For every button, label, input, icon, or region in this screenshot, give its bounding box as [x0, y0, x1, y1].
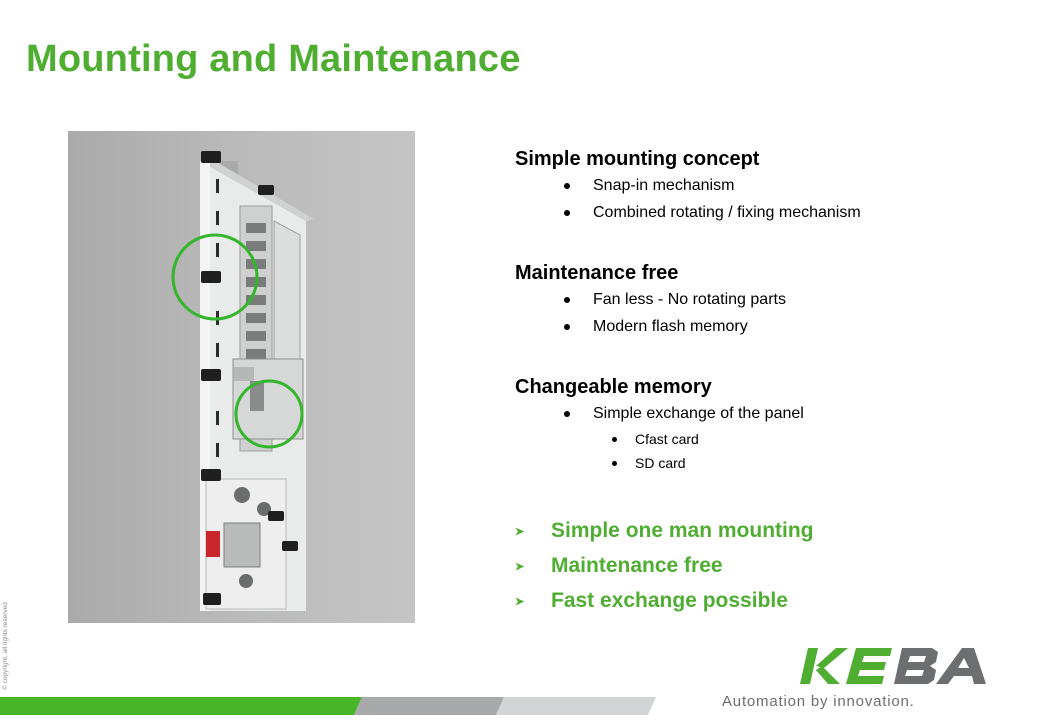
feature-list: Simple mounting concept Snap-in mechanis… [515, 146, 1015, 475]
summary-text: Simple one man mounting [551, 519, 814, 542]
section-mounting: Simple mounting concept Snap-in mechanis… [515, 146, 1015, 226]
sub-bullet-text: SD card [635, 455, 686, 471]
bullet-dot-icon [612, 461, 617, 466]
bullet-dot-icon [612, 437, 617, 442]
bullet-text: Modern flash memory [593, 318, 748, 335]
slide-title: Mounting and Maintenance [26, 38, 521, 80]
bullet-dot-icon [564, 183, 570, 189]
bullet-text: Combined rotating / fixing mechanism [593, 204, 861, 221]
bullet-item: Modern flash memory [515, 313, 1015, 340]
bullet-item: Fan less - No rotating parts [515, 286, 1015, 313]
summary-list: ➤ Simple one man mounting ➤ Maintenance … [515, 516, 1015, 621]
brand-tagline: Automation by innovation. [722, 693, 915, 710]
summary-item: ➤ Maintenance free [515, 551, 1015, 586]
section-memory: Changeable memory Simple exchange of the… [515, 374, 1015, 475]
sub-bullet-item: SD card [515, 451, 1015, 475]
sub-bullet-item: Cfast card [515, 427, 1015, 451]
arrow-bullet-icon: ➤ [515, 561, 525, 573]
summary-text: Fast exchange possible [551, 589, 788, 612]
bullet-item: Simple exchange of the panel [515, 400, 1015, 427]
arrow-bullet-icon: ➤ [515, 596, 525, 608]
keba-logo [798, 646, 990, 691]
bullet-dot-icon [564, 324, 570, 330]
bullet-text: Simple exchange of the panel [593, 405, 804, 422]
section-heading: Maintenance free [515, 262, 679, 284]
section-heading: Simple mounting concept [515, 148, 760, 170]
product-photo [68, 131, 415, 623]
summary-text: Maintenance free [551, 554, 723, 577]
bullet-dot-icon [564, 210, 570, 216]
bullet-text: Snap-in mechanism [593, 177, 735, 194]
bullet-item: Snap-in mechanism [515, 172, 1015, 199]
bullet-dot-icon [564, 297, 570, 303]
section-heading: Changeable memory [515, 376, 712, 398]
copyright-notice: © copyright, all rights reserved [2, 602, 9, 690]
summary-item: ➤ Fast exchange possible [515, 586, 1015, 621]
summary-item: ➤ Simple one man mounting [515, 516, 1015, 551]
sub-bullet-text: Cfast card [635, 431, 699, 447]
section-maintenance: Maintenance free Fan less - No rotating … [515, 260, 1015, 340]
arrow-bullet-icon: ➤ [515, 526, 525, 538]
bullet-dot-icon [564, 411, 570, 417]
footer-stripes [0, 697, 660, 715]
bullet-item: Combined rotating / fixing mechanism [515, 199, 1015, 226]
bullet-text: Fan less - No rotating parts [593, 291, 786, 308]
